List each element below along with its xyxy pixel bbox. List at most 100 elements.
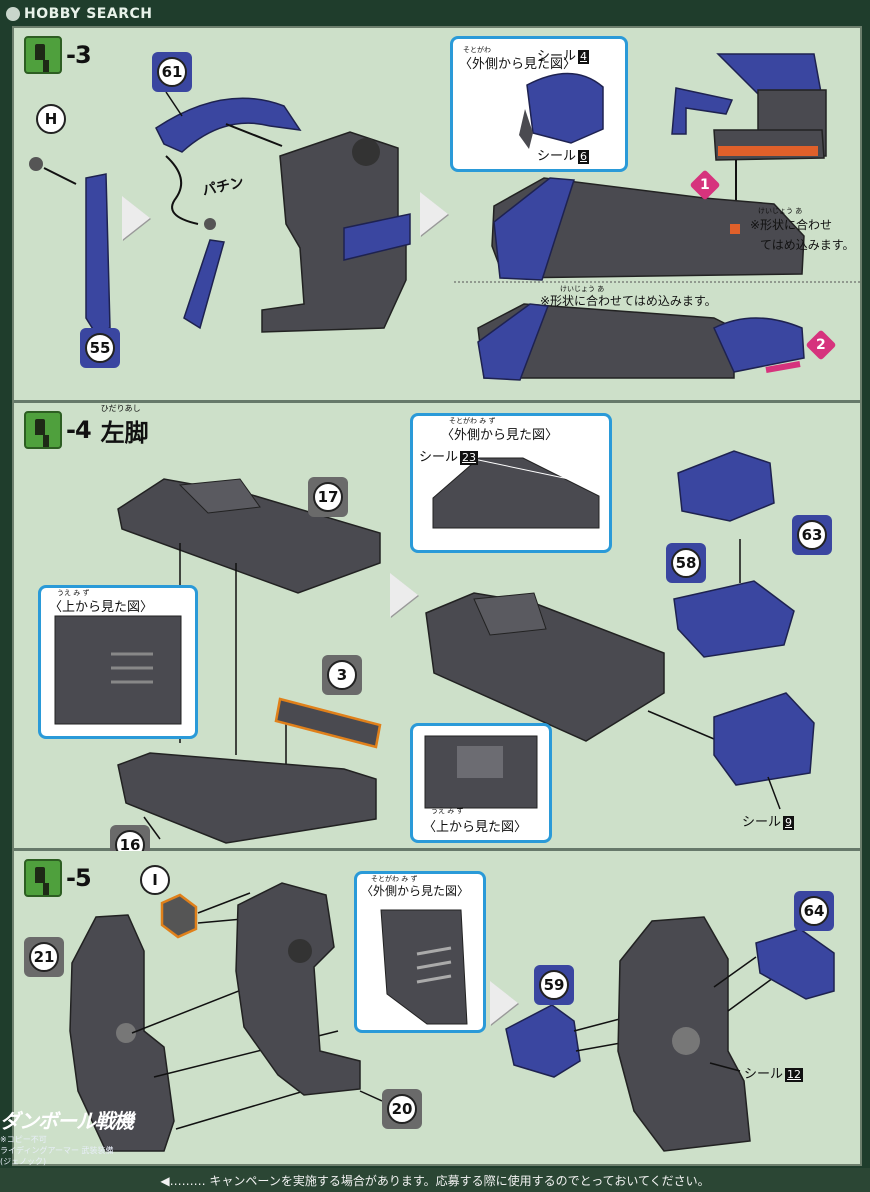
part-box-55: 55 — [80, 328, 120, 368]
orange-peg — [730, 224, 740, 234]
part-label-I: I — [140, 865, 170, 895]
part-61-text: 61 — [161, 63, 183, 81]
step-3-badge: -3 — [24, 36, 92, 74]
part-17-shape — [117, 478, 381, 594]
note-1-ruby: けいじょう あ — [758, 207, 803, 215]
step-4-title-ruby: ひだりあし — [100, 403, 141, 413]
product-logo: ダンボール戦機 ※コピー不可 ライディングアーマー 武装装備 (ジェノック) — [0, 1105, 140, 1166]
leader-sticker-23 — [468, 457, 584, 483]
callout-1-part-shape — [526, 72, 604, 144]
top-view-1-shape — [54, 615, 182, 725]
next-arrow-2 — [420, 192, 448, 236]
part-box-20: 20 — [382, 1089, 422, 1129]
leader-16 — [143, 816, 161, 840]
step-4-illustration — [117, 450, 815, 844]
part-box-17: 17 — [308, 477, 348, 517]
top-view-2-slot — [457, 746, 503, 778]
outer-view-3-illustration — [380, 909, 468, 1025]
sub-step-1-text: 1 — [700, 177, 710, 193]
leg-body-shape — [261, 131, 407, 333]
leg-icon — [24, 36, 62, 74]
step-4-number: -4 — [66, 416, 92, 444]
part-20-text: 20 — [391, 1100, 413, 1118]
part-17-text: 17 — [317, 488, 339, 506]
instruction-sheet: -3 H — [12, 26, 862, 1166]
callout-1-illustration — [519, 72, 604, 149]
part-label-58: 58 — [671, 548, 701, 578]
part-21-hinge — [116, 1023, 136, 1043]
product-logo-line-3: (ジェノック) — [0, 1157, 47, 1166]
leader-sticker-9 — [767, 776, 781, 810]
sticker-4-label: シール — [537, 49, 577, 64]
footer-note: ◀……… キャンペーンを実施する場合があります。応募する際に使用するのでとってお… — [0, 1168, 870, 1192]
part-box-63: 63 — [792, 515, 832, 555]
leader-sticker-12 — [709, 1062, 741, 1072]
part-3-shape — [274, 697, 382, 749]
part-label-64: 64 — [799, 896, 829, 926]
bend-arrow — [165, 155, 199, 225]
assembled-foot-shape — [425, 592, 665, 742]
part-label-17: 17 — [313, 482, 343, 512]
assembly-arrow-5 — [647, 710, 715, 740]
leader-61 — [165, 91, 183, 117]
next-arrow-4 — [490, 981, 518, 1025]
part-box-58: 58 — [666, 543, 706, 583]
sticker-9-num: 9 — [783, 816, 795, 830]
leg-knee-socket — [352, 138, 380, 166]
sticker-12-num: 12 — [785, 1068, 804, 1082]
part-box-64: 64 — [794, 891, 834, 931]
outer-view-2-shape — [432, 457, 600, 529]
part-box-61: 61 — [152, 52, 192, 92]
outer-view-3-rib-2 — [416, 960, 452, 970]
outer-view-2-title: 〈外側から見た図〉 — [441, 428, 559, 443]
part-I-text: I — [152, 871, 158, 889]
product-logo-line-1: ※コピー不可 — [0, 1135, 47, 1144]
note-2: ※形状に合わせてはめ込みます。 — [540, 294, 717, 308]
part-16-shape — [117, 752, 377, 844]
part-21-text: 21 — [33, 948, 55, 966]
leg-icon — [24, 859, 62, 897]
upper-assembly-arm — [671, 87, 734, 135]
part-label-H: H — [36, 104, 66, 134]
callout-1-gray — [519, 109, 533, 149]
top-view-callout-2: うえ み ず 〈上から見た図〉 — [410, 723, 552, 843]
assembly-arrow-10a — [713, 956, 757, 988]
part-label-63: 63 — [797, 520, 827, 550]
sticker-12-label: シール — [744, 1067, 784, 1082]
step-4-panel: -4 ひだりあし 左脚 — [14, 403, 860, 865]
part-17-ridge — [178, 478, 261, 514]
step-5-illustration — [69, 882, 835, 1152]
outer-view-3-rib-1 — [416, 946, 452, 956]
part-59-text: 59 — [543, 976, 565, 994]
top-view-1-ruby: うえ み ず — [57, 589, 90, 597]
callout-1-title: 〈外側から見た図〉 — [459, 57, 577, 72]
assembly-arrow-2 — [225, 123, 283, 147]
part-I-shape — [160, 893, 198, 939]
part-3-text: 3 — [336, 666, 348, 684]
hobby-search-logo-icon — [6, 7, 20, 21]
sticker-4-num: 4 — [578, 50, 590, 64]
part-20-socket — [288, 939, 312, 963]
push-arrow — [765, 361, 801, 373]
part-label-59: 59 — [539, 970, 569, 1000]
top-view-2-ruby: うえ み ず — [431, 807, 464, 815]
sticker-6-label: シール — [537, 149, 577, 164]
step-4-title: ひだりあし 左脚 — [100, 404, 149, 448]
part-box-59: 59 — [534, 965, 574, 1005]
joint-piece — [29, 157, 43, 171]
note-1-line-1: ※形状に合わせ — [750, 218, 833, 232]
watermark: HOBBY SEARCH — [6, 4, 152, 24]
step-3-number: -3 — [66, 41, 92, 69]
step-3-illustration — [29, 53, 860, 381]
foot-toe-assembled — [713, 692, 815, 786]
step-4-title-text: 左脚 — [100, 418, 149, 447]
sticker-23-num: 23 — [460, 451, 479, 465]
watermark-text: HOBBY SEARCH — [24, 6, 153, 22]
part-label-20: 20 — [387, 1094, 417, 1124]
part-58-text: 58 — [675, 554, 697, 572]
leader-20 — [359, 1090, 383, 1102]
